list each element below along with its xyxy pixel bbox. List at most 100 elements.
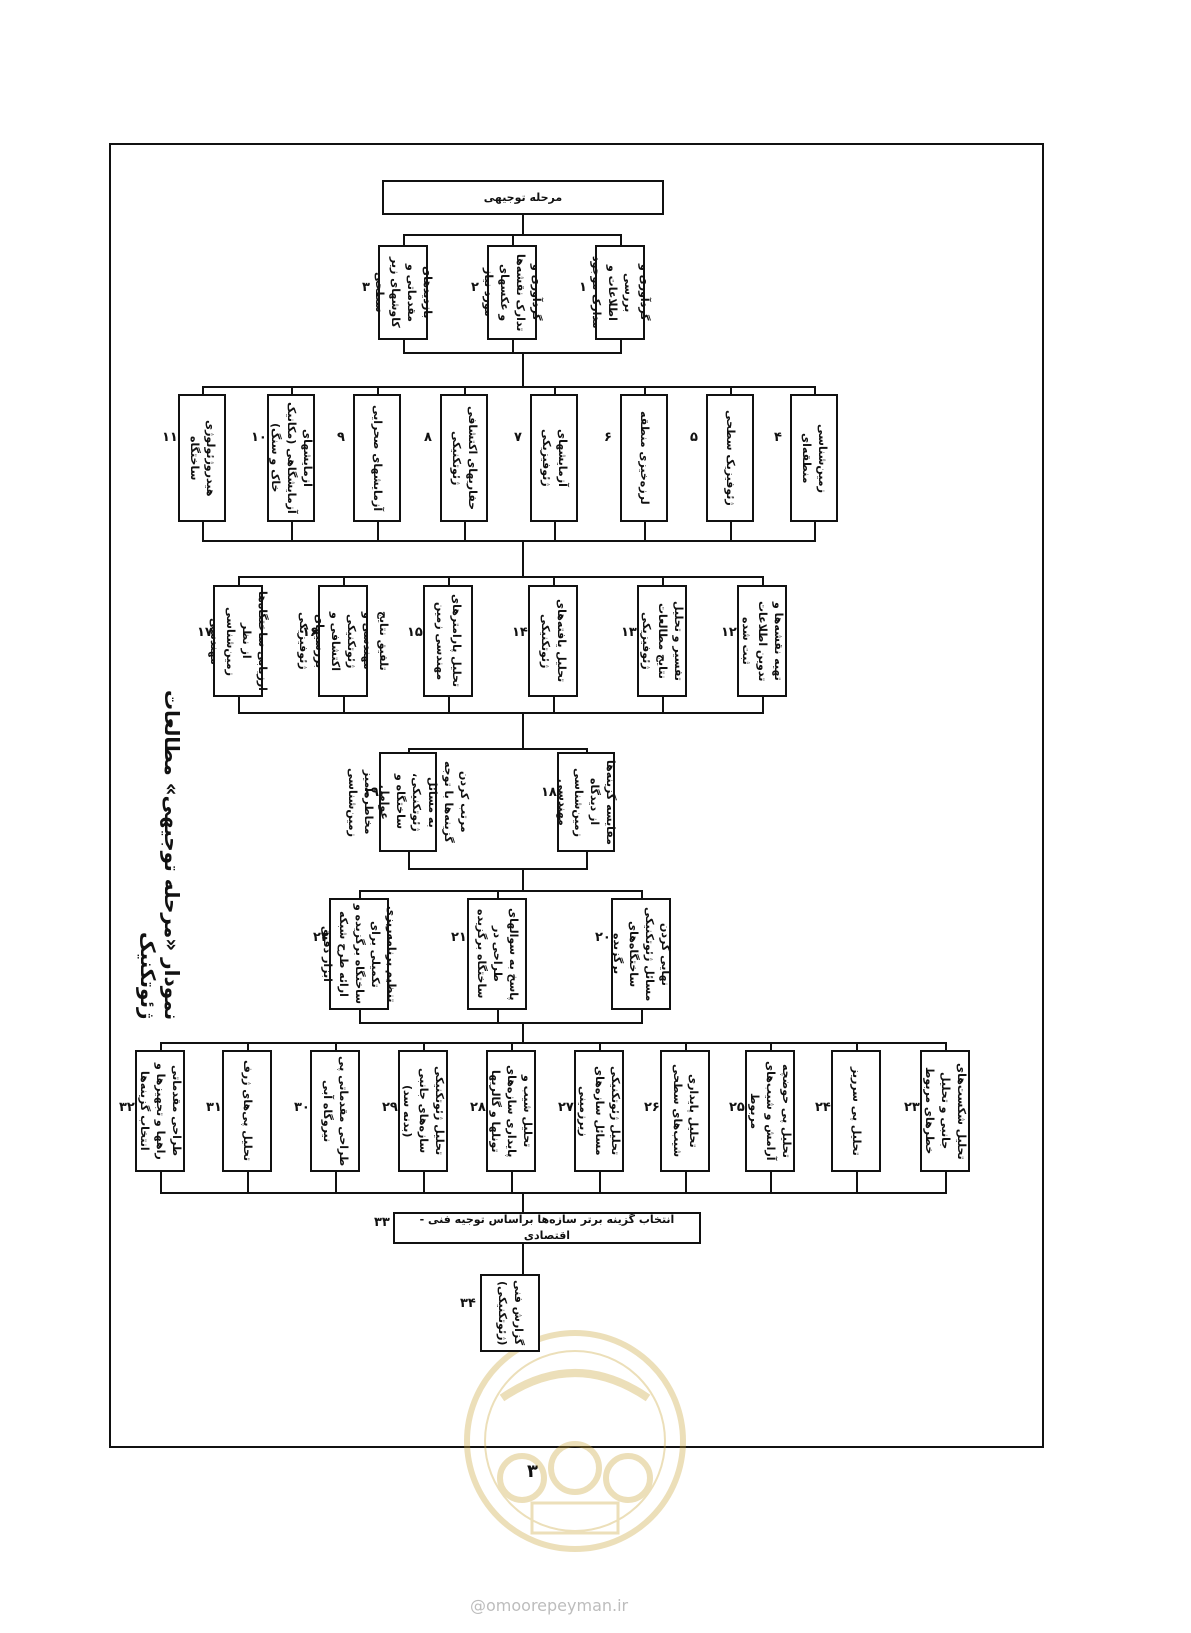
connector-line — [856, 1042, 858, 1050]
connector-line — [522, 215, 524, 235]
connector-line — [408, 748, 588, 750]
connector-line — [291, 522, 293, 540]
connector-line — [945, 1172, 947, 1192]
connector-line — [343, 576, 345, 585]
connector-line — [641, 890, 643, 898]
step-number: ۲۱ — [451, 930, 467, 945]
connector-line — [730, 386, 732, 394]
connector-line — [662, 697, 664, 712]
step-box: هیدروژئولوژی ساختگاه — [178, 394, 226, 522]
step-number: ۱۱ — [162, 430, 178, 445]
step-number: ۳۳ — [374, 1215, 390, 1230]
step-number: ۳۲ — [119, 1100, 135, 1115]
connector-line — [160, 1172, 162, 1192]
connector-line — [202, 540, 816, 542]
connector-line — [945, 1042, 947, 1050]
step-box: تحلیل یافته‌های ژئوتکنیکی — [528, 585, 578, 697]
connector-line — [343, 697, 345, 712]
connector-line — [408, 748, 410, 752]
connector-line — [160, 1042, 162, 1050]
connector-line — [522, 1022, 524, 1042]
connector-line — [359, 890, 643, 892]
connector-line — [377, 386, 379, 394]
step-box: تنظیم برنامه‌ریزی تکمیلی برای ساختگاه بر… — [321, 898, 398, 1010]
connector-line — [770, 1172, 772, 1192]
step-box: تحلیل شکست‌های جانبی و تحلیل خطرهای مربو… — [920, 1050, 970, 1172]
step-number: ۶ — [604, 430, 612, 445]
step-number: ۱۶ — [302, 625, 318, 640]
page-number: ۳ — [527, 1461, 538, 1482]
connector-line — [497, 1010, 499, 1022]
step-box: ژئوفیزیک سطحی — [706, 394, 754, 522]
step-number: ۴ — [774, 430, 782, 445]
connector-line — [238, 712, 764, 714]
step-box: تهیه نقشه‌ها و تدوین اطلاعات ثبت شده — [737, 585, 787, 697]
step-number: ۲۵ — [729, 1100, 745, 1115]
connector-line — [238, 576, 240, 585]
step-number: ۲۰ — [595, 930, 611, 945]
connector-line — [423, 1042, 425, 1050]
step-box: طراحی مقدماتی پی نیروگاه آبی — [310, 1050, 360, 1172]
connector-line — [359, 890, 361, 898]
step-number: ۲۴ — [815, 1100, 831, 1115]
connector-line — [522, 712, 524, 748]
step-box: تحلیل پی‌های ژرف — [222, 1050, 272, 1172]
step-box: تحلیل شیب و پایداری سازه‌های تونلها و گا… — [486, 1050, 536, 1172]
connector-line — [202, 522, 204, 540]
step-number: ۲۲ — [313, 930, 329, 945]
connector-line — [662, 576, 664, 585]
connector-line — [403, 340, 405, 352]
step-number: ۳۱ — [206, 1100, 222, 1115]
step-box: زمین‌شناسی منطقه‌ای — [790, 394, 838, 522]
step-box: گردآوری و بررسی اطلاعات و مدارک موجود — [590, 245, 651, 340]
connector-line — [553, 697, 555, 712]
connector-line — [856, 1172, 858, 1192]
connector-line — [522, 1192, 524, 1212]
selection-box: انتخاب گزینه برتر سازه‌ها براساس توجیه ف… — [393, 1212, 701, 1244]
connector-line — [599, 1172, 601, 1192]
step-number: ۱۰ — [251, 430, 267, 445]
connector-line — [497, 890, 499, 898]
step-box: آزمایشهای ژئوفیزیکی — [530, 394, 578, 522]
step-box: تحلیل پارامترهای مهندسی زمین — [423, 585, 473, 697]
connector-line — [448, 576, 450, 585]
step-number: ۱۴ — [512, 625, 528, 640]
connector-line — [359, 1022, 643, 1024]
diagram-title: نمودار «مرحله توجیهی» مطالعات ژئوتکنیک — [136, 689, 184, 1020]
step-number: ۳ — [362, 280, 370, 295]
connector-line — [423, 1172, 425, 1192]
connector-line — [644, 386, 646, 394]
connector-line — [291, 386, 293, 394]
step-number: ۳۴ — [460, 1296, 476, 1311]
step-number: ۱۷ — [197, 625, 213, 640]
step-number: ۱۳ — [621, 625, 637, 640]
connector-line — [620, 340, 622, 352]
step-box: نهایی کردن مسائل ژئوتکنیکی ساختگاه‌های ب… — [611, 898, 672, 1010]
connector-line — [202, 386, 204, 394]
connector-line — [377, 522, 379, 540]
connector-line — [553, 576, 555, 585]
connector-line — [554, 386, 556, 394]
step-number: ۱ — [579, 280, 587, 295]
root-box: مرحله توجیهی — [382, 180, 664, 215]
connector-line — [403, 234, 405, 245]
connector-line — [814, 386, 816, 394]
connector-line — [522, 352, 524, 386]
step-number: ۲۹ — [382, 1100, 398, 1115]
step-box: تحلیل پی حوضچه آرامش و شیب‌های مربوط — [745, 1050, 795, 1172]
step-box: لرزه‌خیزی منطقه — [620, 394, 668, 522]
connector-line — [762, 697, 764, 712]
report-box: گزارش فنی (ژئوتکنیکی) — [480, 1274, 540, 1352]
connector-line — [160, 1192, 947, 1194]
connector-line — [599, 1042, 601, 1050]
connector-line — [238, 576, 764, 578]
connector-line — [247, 1172, 249, 1192]
connector-line — [770, 1042, 772, 1050]
connector-line — [247, 1042, 249, 1050]
connector-line — [160, 1042, 947, 1044]
step-box: مرتب کردن گزینه‌ها با توجه به مسائل ژئوت… — [346, 752, 471, 852]
connector-line — [408, 852, 410, 868]
connector-line — [511, 1042, 513, 1050]
connector-line — [685, 1042, 687, 1050]
connector-line — [408, 868, 588, 870]
